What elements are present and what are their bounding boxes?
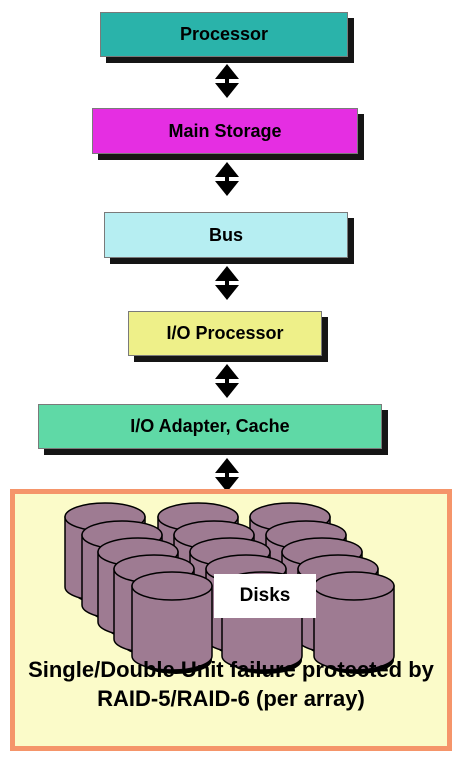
main-storage-block: Main Storage [92, 108, 358, 154]
double-headed-arrow-icon [215, 364, 239, 398]
bus-label: Bus [208, 224, 243, 245]
double-headed-arrow-icon [215, 458, 239, 492]
processor-block: Processor [100, 12, 348, 57]
disks-label: Disks [214, 574, 316, 618]
io-processor-label: I/O Processor [166, 323, 284, 343]
io-processor-block: I/O Processor [128, 311, 322, 356]
io-adapter-label: I/O Adapter, Cache [130, 416, 290, 436]
double-headed-arrow-icon [215, 266, 239, 300]
main-storage-label: Main Storage [168, 120, 282, 141]
bus-block: Bus [104, 212, 348, 258]
raid-caption: Single/Double Unit failure protected by … [28, 657, 434, 711]
io-adapter-block: I/O Adapter, Cache [38, 404, 382, 449]
double-headed-arrow-icon [215, 162, 239, 196]
double-headed-arrow-icon [215, 64, 239, 98]
processor-label: Processor [179, 24, 269, 44]
